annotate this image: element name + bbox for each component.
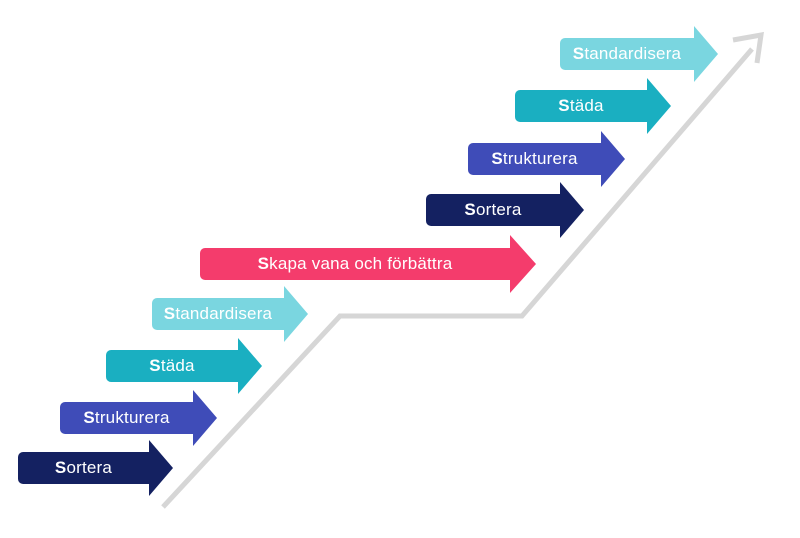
step-initial: S bbox=[83, 408, 95, 427]
arrow-shape bbox=[106, 338, 262, 394]
step-text: tandardisera bbox=[175, 304, 273, 323]
arrow-shape bbox=[60, 390, 217, 446]
step-text: ortera bbox=[475, 200, 522, 219]
arrow-shape bbox=[426, 182, 584, 238]
arrow-body bbox=[106, 338, 262, 394]
arrow-body bbox=[60, 390, 217, 446]
step-initial: S bbox=[558, 96, 570, 115]
arrow-shape bbox=[152, 286, 308, 342]
step-initial: S bbox=[464, 200, 476, 219]
step-initial: S bbox=[491, 149, 503, 168]
arrow-body bbox=[200, 235, 536, 293]
trend-arrowhead bbox=[732, 31, 764, 64]
arrow-body bbox=[426, 182, 584, 238]
step-initial: S bbox=[257, 254, 270, 273]
arrow-body bbox=[560, 26, 718, 82]
arrow-body bbox=[18, 440, 173, 496]
step-initial: S bbox=[54, 458, 67, 477]
step-initial: S bbox=[163, 304, 176, 323]
arrow-shape bbox=[200, 235, 536, 293]
arrow-body bbox=[515, 78, 671, 134]
step-text: trukturera bbox=[502, 149, 578, 168]
step-initial: S bbox=[149, 356, 161, 375]
arrow-shape bbox=[468, 131, 625, 187]
step-initial: S bbox=[572, 44, 585, 63]
arrow-body bbox=[468, 131, 625, 187]
step-text: kapa vana och förbättra bbox=[269, 254, 453, 273]
step-text: täda bbox=[569, 96, 604, 115]
arrow-shape bbox=[560, 26, 718, 82]
arrow-shape bbox=[515, 78, 671, 134]
arrow-shape bbox=[18, 440, 173, 496]
step-text: ortera bbox=[66, 458, 113, 477]
step-text: täda bbox=[160, 356, 195, 375]
step-text: tandardisera bbox=[584, 44, 682, 63]
step-text: trukturera bbox=[94, 408, 170, 427]
trend-line bbox=[161, 47, 754, 509]
arrow-body bbox=[152, 286, 308, 342]
